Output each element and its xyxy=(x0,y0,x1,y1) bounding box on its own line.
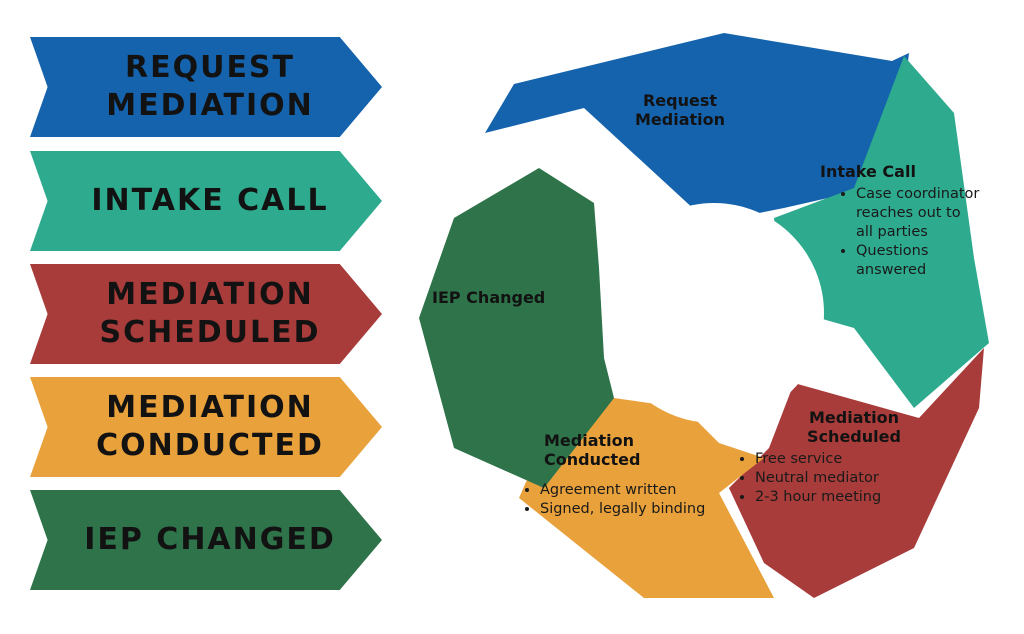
intake-bullet: Questions answered xyxy=(856,242,980,280)
step-label: MEDIATION xyxy=(106,277,314,312)
step-request-mediation: REQUEST MEDIATION xyxy=(30,37,382,137)
step-label: MEDIATION xyxy=(106,390,314,425)
step-label: INTAKE CALL xyxy=(91,183,329,218)
step-intake-call: INTAKE CALL xyxy=(30,151,382,251)
request-title-line: Mediation xyxy=(634,110,726,129)
scheduled-bullet: Neutral mediator xyxy=(755,469,939,488)
cycle-segment-conducted xyxy=(519,398,774,598)
request-title-line: Request xyxy=(642,91,718,110)
cycle-ring xyxy=(419,33,989,598)
intake-bullet: Case coordinator reaches out to all part… xyxy=(856,185,980,242)
step-label: SCHEDULED xyxy=(99,315,321,350)
step-label: MEDIATION xyxy=(106,88,314,123)
intake-title: Intake Call xyxy=(820,162,916,181)
step-label: CONDUCTED xyxy=(96,428,324,463)
step-label: IEP CHANGED xyxy=(84,522,336,557)
cycle-diagram: Request Mediation Intake Call Case coord… xyxy=(404,18,1004,618)
step-mediation-conducted: MEDIATION CONDUCTED xyxy=(30,377,382,477)
conducted-bullets: Agreement written Signed, legally bindin… xyxy=(524,481,718,519)
step-iep-changed: IEP CHANGED xyxy=(30,490,382,590)
cycle-center xyxy=(604,203,824,423)
conducted-bullet: Agreement written xyxy=(540,481,718,500)
label-mediation-scheduled: Mediation Scheduled Free service Neutral… xyxy=(739,408,939,507)
process-steps: REQUEST MEDIATION INTAKE CALL MEDIATION … xyxy=(0,0,400,634)
scheduled-bullets: Free service Neutral mediator 2-3 hour m… xyxy=(739,450,939,507)
conducted-title-line: Conducted xyxy=(544,450,641,469)
label-mediation-conducted: Mediation Conducted Agreement written Si… xyxy=(524,431,724,519)
cycle-segment-request xyxy=(485,33,909,223)
step-mediation-scheduled: MEDIATION SCHEDULED xyxy=(30,264,382,364)
intake-bullets: Case coordinator reaches out to all part… xyxy=(840,185,980,280)
label-request-mediation: Request Mediation xyxy=(620,91,740,129)
iep-title: IEP Changed xyxy=(432,288,546,307)
step-label: REQUEST xyxy=(124,50,296,85)
cycle-segment-iep xyxy=(419,168,614,488)
scheduled-bullet: 2-3 hour meeting xyxy=(755,488,939,507)
scheduled-bullet: Free service xyxy=(755,450,939,469)
scheduled-title-line: Scheduled xyxy=(807,427,901,446)
cycle-segment-intake xyxy=(774,56,989,408)
scheduled-title-line: Mediation xyxy=(808,408,900,427)
label-intake-call: Intake Call Case coordinator reaches out… xyxy=(820,162,980,280)
cycle-segment-scheduled xyxy=(729,348,984,598)
label-iep-changed: IEP Changed xyxy=(432,288,545,307)
conducted-bullet: Signed, legally binding xyxy=(540,500,718,519)
conducted-title-line: Mediation xyxy=(544,431,635,450)
